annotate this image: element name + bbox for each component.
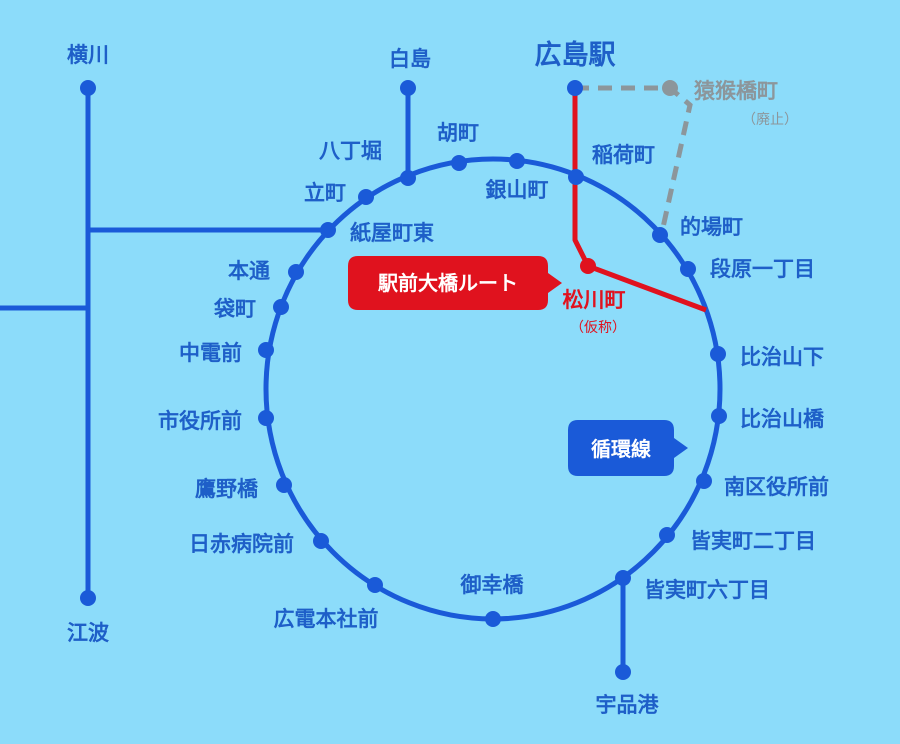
hijiyama-bashi-dot[interactable]: [711, 408, 727, 424]
label-hiroden-honsha: 広電本社前: [274, 607, 379, 631]
ekimae-route-callout-box: [348, 256, 562, 310]
hakushima-dot[interactable]: [400, 80, 416, 96]
label-chudenmae: 中電前: [179, 341, 242, 365]
hijiyama-shita-dot[interactable]: [710, 346, 726, 362]
shiyakusho-dot[interactable]: [258, 410, 274, 426]
ekimae-route-callout-label: 駅前大橋ルート: [377, 271, 518, 295]
chudenmae-dot[interactable]: [258, 342, 274, 358]
ekimae-route-callout[interactable]: 駅前大橋ルート: [348, 256, 562, 310]
minamimachi-2-dot[interactable]: [659, 527, 675, 543]
label-yokogawa: 横川: [67, 43, 109, 67]
label-takanobashi: 鷹野橋: [195, 477, 259, 501]
loop-line-callout[interactable]: 循環線: [568, 420, 688, 476]
label-minamimachi-2: 皆実町二丁目: [690, 529, 816, 553]
ginzancho-dot[interactable]: [509, 153, 525, 169]
danbara-dot[interactable]: [680, 261, 696, 277]
eba-dot[interactable]: [80, 590, 96, 606]
label-kobashi: 胡町: [437, 121, 479, 145]
station-dots: [80, 80, 727, 680]
label-hiroshima-station: 広島駅: [535, 39, 616, 71]
miyukibashi-dot[interactable]: [485, 611, 501, 627]
tatemachi-dot[interactable]: [358, 189, 374, 205]
hondori-dot[interactable]: [288, 264, 304, 280]
inaricho-dot[interactable]: [568, 169, 584, 185]
nisseki-dot[interactable]: [313, 533, 329, 549]
label-eba: 江波: [67, 621, 110, 645]
matobacho-dot[interactable]: [652, 227, 668, 243]
fukuromachi-dot[interactable]: [273, 299, 289, 315]
label-matsukawacho-note: （仮称）: [570, 320, 626, 336]
loop-line-callout-label: 循環線: [591, 437, 651, 461]
lines: [0, 85, 723, 672]
label-tatemachi: 立町: [304, 181, 346, 205]
label-minamimachi-6: 皆実町六丁目: [644, 578, 770, 602]
matsukawacho-dot[interactable]: [580, 258, 596, 274]
takanobashi-dot[interactable]: [276, 477, 292, 493]
yokogawa-dot[interactable]: [80, 80, 96, 96]
label-inaricho: 稲荷町: [592, 143, 655, 167]
label-ujina: 宇品港: [596, 693, 660, 717]
label-danbara: 段原一丁目: [710, 257, 815, 281]
minami-ku-dot[interactable]: [696, 473, 712, 489]
label-hijiyama-shita: 比治山下: [740, 345, 824, 369]
label-miyukibashi: 御幸橋: [460, 573, 525, 597]
kamiyacho-higashi-dot[interactable]: [320, 222, 336, 238]
label-minami-ku: 南区役所前: [724, 475, 829, 499]
label-matsukawacho: 松川町: [563, 288, 626, 312]
abolished-enkobashi-line: [575, 85, 693, 233]
label-hondori: 本通: [228, 259, 270, 283]
label-hijiyama-bashi: 比治山橋: [740, 407, 825, 431]
hiroshima-station-dot[interactable]: [567, 80, 583, 96]
label-enkobashi: 猿猴橋町: [693, 79, 778, 103]
label-shiyakusho: 市役所前: [158, 409, 242, 433]
ekimae-ohashi-route-line: [572, 88, 707, 313]
label-nisseki: 日赤病院前: [189, 532, 294, 556]
label-enkobashi-note: （廃止）: [742, 111, 798, 128]
label-fukuromachi: 袋町: [213, 297, 256, 321]
loop-line-callout-box: [568, 420, 688, 476]
hatchobori-dot[interactable]: [400, 170, 416, 186]
label-hakushima: 白島: [389, 47, 431, 71]
hiroden-honsha-dot[interactable]: [367, 577, 383, 593]
label-hatchobori: 八丁堀: [319, 139, 382, 163]
label-matobacho: 的場町: [680, 215, 743, 239]
kobashi-dot[interactable]: [451, 155, 467, 171]
station-labels: 横川 江波 白島 広島駅 宇品港 猿猴橋町 （廃止） 稲荷町 胡町 八丁堀 銀山…: [67, 39, 829, 717]
enkobashi-dot[interactable]: [662, 80, 678, 96]
label-kamiyacho-higashi: 紙屋町東: [350, 221, 434, 245]
minamimachi-6-dot[interactable]: [615, 570, 631, 586]
ujina-dot[interactable]: [615, 664, 631, 680]
label-ginzancho: 銀山町: [486, 178, 549, 202]
